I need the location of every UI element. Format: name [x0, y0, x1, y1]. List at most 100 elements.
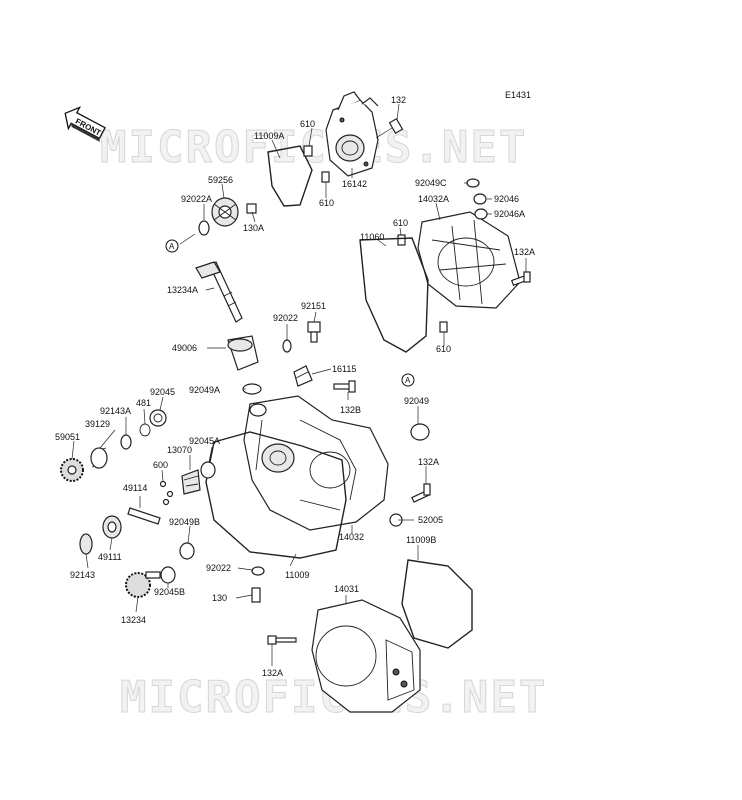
bearing-92045a	[200, 461, 216, 479]
washer-92143	[79, 533, 93, 555]
label-130a: 130A	[243, 223, 264, 233]
ref-marker-a-left: A	[165, 239, 179, 253]
part-49111	[102, 515, 122, 539]
label-92045a: 92045A	[189, 436, 220, 446]
leader-lines	[71, 103, 527, 666]
label-92143: 92143	[70, 570, 95, 580]
label-92045b: 92045B	[154, 587, 185, 597]
label-92046a: 92046A	[494, 209, 525, 219]
label-481: 481	[136, 398, 151, 408]
governor-49006	[227, 335, 259, 371]
label-92143a: 92143A	[100, 406, 131, 416]
gasket-11009a	[267, 145, 313, 207]
label-92022-mid: 92022	[273, 313, 298, 323]
label-92151: 92151	[301, 301, 326, 311]
bolt-132a-bottom	[267, 635, 297, 645]
shaft-49114	[127, 507, 161, 525]
label-39129: 39129	[85, 419, 110, 429]
label-13234a: 13234A	[167, 285, 198, 295]
label-14032: 14032	[339, 532, 364, 542]
pump-shaft-13234a	[195, 261, 243, 323]
seal-92049c	[466, 178, 480, 188]
label-16142: 16142	[342, 179, 367, 189]
dowel-pin-610-mid	[321, 171, 330, 183]
label-132a-bottom: 132A	[262, 668, 283, 678]
washer-92143a	[120, 434, 132, 450]
bolt-132a-right	[510, 271, 531, 286]
label-610-mid: 610	[319, 198, 334, 208]
washer-92022a	[198, 220, 210, 236]
gear-59051	[60, 458, 84, 482]
nut-130a	[246, 203, 257, 214]
label-92049b: 92049B	[169, 517, 200, 527]
part-16115	[293, 365, 313, 387]
label-11009a: 11009A	[254, 131, 284, 141]
label-59051: 59051	[55, 432, 80, 442]
water-pump-housing	[325, 91, 379, 177]
label-13234: 13234	[121, 615, 146, 625]
magneto-cover-14031	[311, 599, 421, 713]
dowel-pin-610-right	[397, 234, 406, 246]
label-49114: 49114	[123, 483, 147, 493]
washer-92022-mid	[282, 339, 292, 353]
label-132a-mid: 132A	[418, 457, 439, 467]
dowel-pin-610-top	[303, 145, 313, 157]
washer-92022-bottom	[251, 566, 265, 576]
bolt-132-top	[375, 117, 404, 139]
bearing-92045b	[160, 566, 176, 584]
part-labels: 132 610 11009A 610 16142 59256 92022A 13…	[55, 95, 535, 678]
label-132a-right: 132A	[514, 247, 535, 257]
label-14031: 14031	[334, 584, 359, 594]
dowel-pin-610-bottom	[439, 321, 448, 333]
gasket-11009	[205, 431, 347, 559]
label-11060: 11060	[360, 232, 384, 242]
svg-text:A: A	[405, 376, 411, 385]
watermark-top: MICROFICHES.NET	[100, 122, 527, 173]
crankcase-cover-14032	[243, 395, 389, 531]
label-59256: 59256	[208, 175, 233, 185]
label-610-bottom: 610	[436, 344, 451, 354]
balls-600	[159, 480, 174, 506]
seal-92049b	[179, 542, 195, 560]
circlip-481	[139, 423, 151, 437]
bearing-92045	[149, 409, 167, 427]
label-92049a: 92049A	[189, 385, 220, 395]
bolt-132a-mid	[411, 483, 431, 503]
ref-marker-a-right: A	[401, 373, 415, 387]
label-92045: 92045	[150, 387, 175, 397]
label-52005: 52005	[418, 515, 443, 525]
label-132b: 132B	[340, 405, 361, 415]
label-132-top: 132	[391, 95, 406, 105]
clutch-cover-14032a	[417, 211, 521, 309]
svg-text:A: A	[169, 242, 175, 251]
label-92022-bottom: 92022	[206, 563, 231, 573]
bolt-132b	[333, 380, 356, 393]
label-11009: 11009	[285, 570, 309, 580]
label-92049c: 92049C	[415, 178, 447, 188]
label-130: 130	[212, 593, 227, 603]
label-16115: 16115	[332, 364, 356, 374]
cap-92046	[473, 193, 487, 205]
label-13070: 13070	[167, 445, 192, 455]
gasket-11009b	[401, 559, 473, 649]
bolt-130	[235, 587, 261, 603]
label-14032a: 14032A	[418, 194, 449, 204]
seal-92049	[410, 423, 430, 441]
bolt-92151	[307, 321, 321, 343]
label-610-right: 610	[393, 218, 408, 228]
label-49111: 49111	[98, 552, 122, 562]
spring-39129	[90, 447, 108, 469]
label-92022a: 92022A	[181, 194, 212, 204]
label-92049: 92049	[404, 396, 429, 406]
gasket-11060	[359, 237, 429, 353]
label-610-top: 610	[300, 119, 315, 129]
label-49006: 49006	[172, 343, 197, 353]
label-92046: 92046	[494, 194, 519, 204]
diagram-code: E1431	[505, 90, 531, 100]
label-600: 600	[153, 460, 168, 470]
impeller-59256	[211, 197, 239, 227]
label-11009b: 11009B	[406, 535, 436, 545]
cap-92046a	[474, 208, 488, 220]
